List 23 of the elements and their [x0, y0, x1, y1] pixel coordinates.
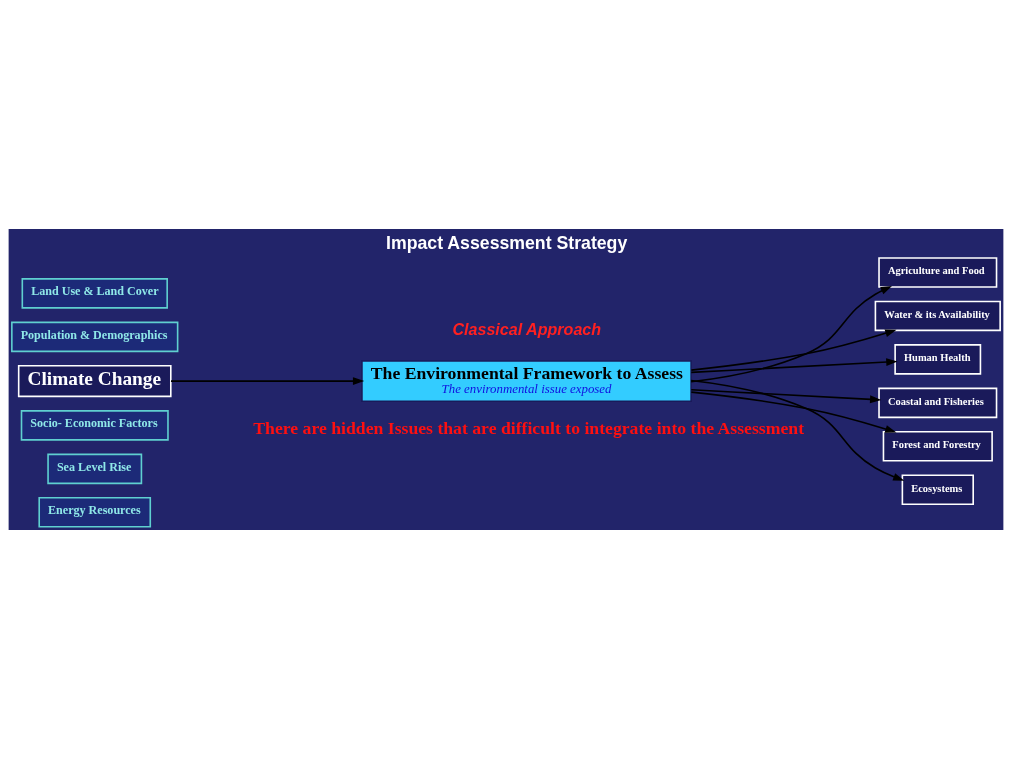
- node-box: Agriculture and Food: [878, 257, 998, 288]
- arrow: [690, 329, 897, 371]
- arrow: [170, 377, 365, 386]
- arrow: [690, 379, 905, 481]
- label: Classical Approach: [452, 320, 602, 339]
- node-box: Population & Demographics: [11, 321, 179, 353]
- node-box: Energy Resources: [38, 497, 152, 528]
- node-box: Forest and Forestry: [882, 431, 993, 462]
- node-box: Land Use & Land Cover: [21, 278, 168, 309]
- arrow: [690, 286, 892, 383]
- node-box: Coastal and Fisheries: [878, 387, 998, 419]
- node-box: Water & its Availability: [874, 300, 1001, 332]
- node-box: Ecosystems: [901, 474, 974, 506]
- label: There are hidden Issues that are difficult to integrate into the Assessment: [253, 417, 805, 438]
- node-box: Socio- Economic Factors: [20, 410, 169, 441]
- arrow: [690, 391, 897, 433]
- node-box: Climate Change: [17, 365, 172, 398]
- node-box: The Environmental Framework to Assess The environmental issue exposed: [361, 360, 692, 403]
- diagram-title: Impact Assessment Strategy: [386, 232, 628, 253]
- arrow: [690, 358, 898, 374]
- node-box: Sea Level Rise: [47, 453, 143, 485]
- arrow: [690, 389, 882, 404]
- node-box: Human Health: [894, 344, 982, 375]
